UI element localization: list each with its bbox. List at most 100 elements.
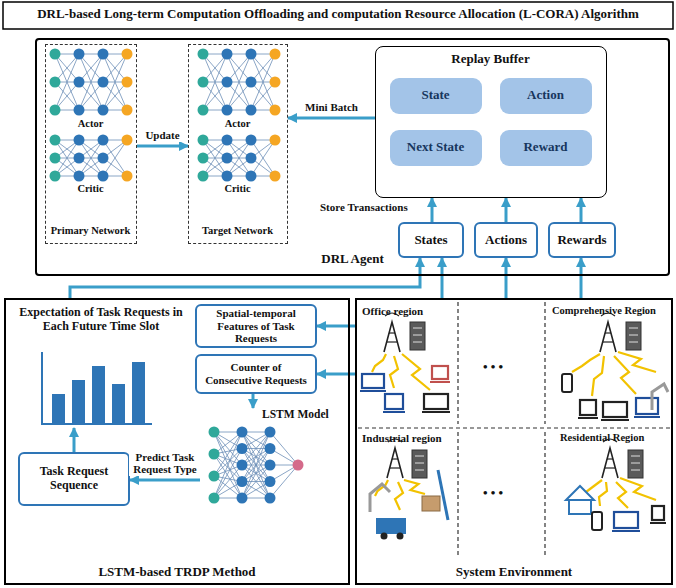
neuron <box>74 77 85 88</box>
neuron <box>50 49 61 60</box>
network-group: ActorCriticTarget Network <box>188 44 288 244</box>
neuron <box>293 460 304 471</box>
neuron <box>198 153 209 164</box>
tower <box>605 332 611 333</box>
neuron <box>270 135 281 146</box>
agent-panel: DRL AgentActorCriticPrimary NetworkActor… <box>35 38 670 276</box>
phone <box>592 512 602 530</box>
screen <box>614 512 638 528</box>
net-link <box>227 54 251 82</box>
neuron <box>50 105 61 116</box>
ellipsis: • • • <box>483 360 503 375</box>
node-text: Actor <box>189 118 286 130</box>
server <box>628 450 643 478</box>
net-link <box>103 54 127 82</box>
edge-label: Predict Task Request Type <box>129 451 201 476</box>
net-link <box>203 54 227 82</box>
tower <box>390 467 400 468</box>
node-text: Reward <box>523 140 567 155</box>
screen <box>578 417 598 419</box>
screen <box>636 398 658 414</box>
net-link <box>242 432 270 482</box>
region-divider <box>358 427 671 428</box>
tower <box>392 458 398 459</box>
chart-axis <box>42 352 152 424</box>
server <box>629 328 638 329</box>
neuron <box>98 49 109 60</box>
neuron <box>50 171 61 182</box>
node-text: Actions <box>485 233 527 248</box>
connector <box>580 198 583 222</box>
neuron <box>246 49 257 60</box>
neuron <box>209 427 220 438</box>
process-box: Task Request Sequence <box>18 452 130 506</box>
screen <box>430 381 450 383</box>
node-text: Primary Network <box>46 225 135 237</box>
connector <box>137 145 188 148</box>
node-text: Counter of Consecutive Requests <box>202 361 310 386</box>
neuron <box>209 471 220 482</box>
neuron <box>50 153 61 164</box>
neuron <box>237 476 248 487</box>
tower <box>603 341 613 342</box>
neuron <box>74 153 85 164</box>
server <box>631 456 640 457</box>
node-text: State <box>421 88 449 103</box>
tower <box>602 448 618 478</box>
neuron <box>265 443 276 454</box>
region-label: Office region <box>362 305 423 318</box>
connector <box>505 258 508 298</box>
neuron <box>198 171 209 182</box>
section-panel: LSTM-based TRDP Method Expectation of Tas… <box>4 298 350 585</box>
tower <box>600 322 616 352</box>
neuron <box>265 476 276 487</box>
neuron <box>122 77 133 88</box>
neuron <box>198 77 209 88</box>
screen <box>634 416 660 418</box>
wireless-link <box>618 352 656 372</box>
server <box>631 463 640 464</box>
neuron <box>270 105 281 116</box>
server <box>413 342 422 343</box>
tower <box>387 448 403 478</box>
screen <box>601 419 629 421</box>
tower <box>607 458 613 459</box>
edge-label: Mini Batch <box>304 101 359 114</box>
net-link <box>203 82 227 110</box>
process-box: Spatial-temporal Features of Task Reques… <box>195 304 317 348</box>
neuron <box>98 153 109 164</box>
neuron <box>50 77 61 88</box>
buffer-item: Action <box>500 78 592 114</box>
net-link <box>227 82 251 110</box>
net-link <box>79 54 103 82</box>
net-link <box>242 432 270 482</box>
neuron <box>122 49 133 60</box>
process-box: States <box>398 222 464 258</box>
tool <box>438 470 448 520</box>
screen <box>432 366 448 379</box>
neuron <box>237 493 248 504</box>
region-divider <box>544 432 545 556</box>
neuron <box>237 443 248 454</box>
truck <box>381 533 388 540</box>
neuron <box>122 135 133 146</box>
house <box>569 500 591 514</box>
node-text: LSTM-based TRDP Method <box>6 565 348 580</box>
buffer-item: Next State <box>390 130 482 166</box>
net-link <box>55 82 79 110</box>
screen <box>652 506 664 520</box>
wireless-link <box>599 482 607 506</box>
server <box>415 463 424 464</box>
region-label: Industrial region <box>362 432 442 445</box>
node-text: Critic <box>46 183 135 195</box>
node-text: Actor <box>46 118 135 130</box>
neuron <box>98 171 109 182</box>
neuron <box>74 105 85 116</box>
tower <box>387 341 397 342</box>
text-group: Expectation of Task Requests in Each Fut… <box>12 306 190 428</box>
net-link <box>242 449 270 499</box>
net-link <box>55 54 79 82</box>
wireless-link <box>402 354 430 390</box>
neuron <box>98 105 109 116</box>
net-link <box>55 82 79 110</box>
